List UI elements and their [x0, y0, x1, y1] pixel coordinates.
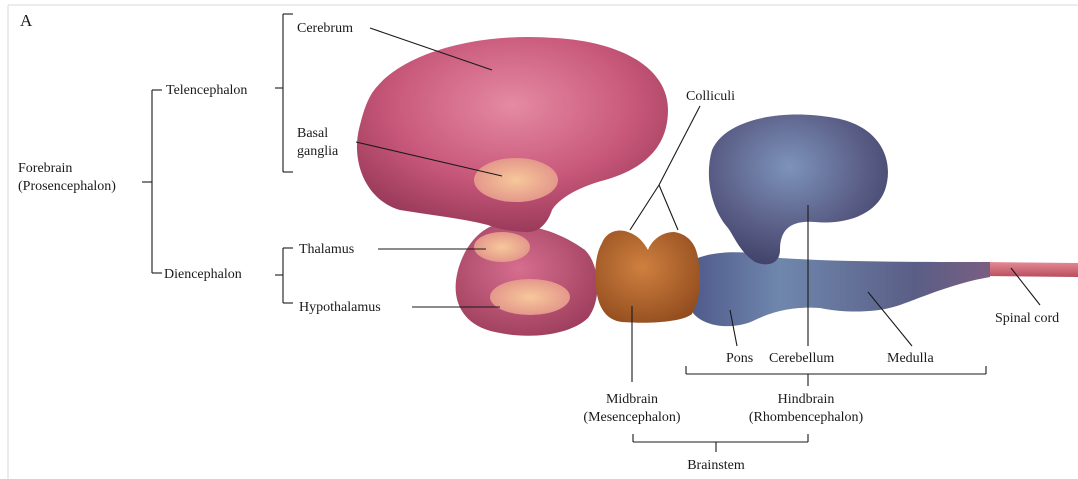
telencephalon-bracket	[275, 14, 293, 172]
hindbrain-bracket	[686, 366, 986, 386]
brainstem-bracket	[633, 434, 808, 452]
medulla-label: Medulla	[887, 351, 934, 366]
spinal-cord-label: Spinal cord	[995, 311, 1059, 326]
cerebellum-label: Cerebellum	[769, 351, 834, 366]
hindbrain-label: Hindbrain	[778, 392, 835, 407]
telencephalon-label: Telencephalon	[166, 83, 247, 98]
cerebellum-shape	[709, 115, 888, 265]
basal-ganglia-shape	[474, 158, 558, 202]
diencephalon-bracket	[275, 248, 293, 303]
cerebrum-label: Cerebrum	[297, 21, 353, 36]
hypothalamus-shape	[490, 279, 570, 315]
thalamus-label: Thalamus	[299, 242, 354, 257]
basal-ganglia-label-line1: Basal	[297, 126, 328, 141]
thalamus-shape	[474, 232, 530, 262]
diencephalon-label: Diencephalon	[164, 267, 242, 282]
forebrain-alt-label: (Prosencephalon)	[18, 179, 116, 194]
hindbrain-shape	[690, 252, 990, 326]
brainstem-label: Brainstem	[687, 458, 745, 473]
spinal-cord-shape	[985, 262, 1078, 277]
forebrain-label: Forebrain	[18, 161, 72, 176]
panel-label: A	[20, 11, 33, 30]
pons-label: Pons	[726, 351, 753, 366]
forebrain-bracket	[142, 90, 162, 273]
midbrain-shape	[595, 230, 700, 322]
midbrain-alt-label: (Mesencephalon)	[583, 410, 681, 425]
cerebrum-shape	[357, 37, 668, 232]
midbrain-label: Midbrain	[606, 392, 658, 407]
hindbrain-alt-label: (Rhombencephalon)	[749, 410, 864, 425]
basal-ganglia-label-line2: ganglia	[297, 144, 339, 159]
hypothalamus-label: Hypothalamus	[299, 300, 381, 315]
colliculi-label: Colliculi	[686, 89, 735, 104]
